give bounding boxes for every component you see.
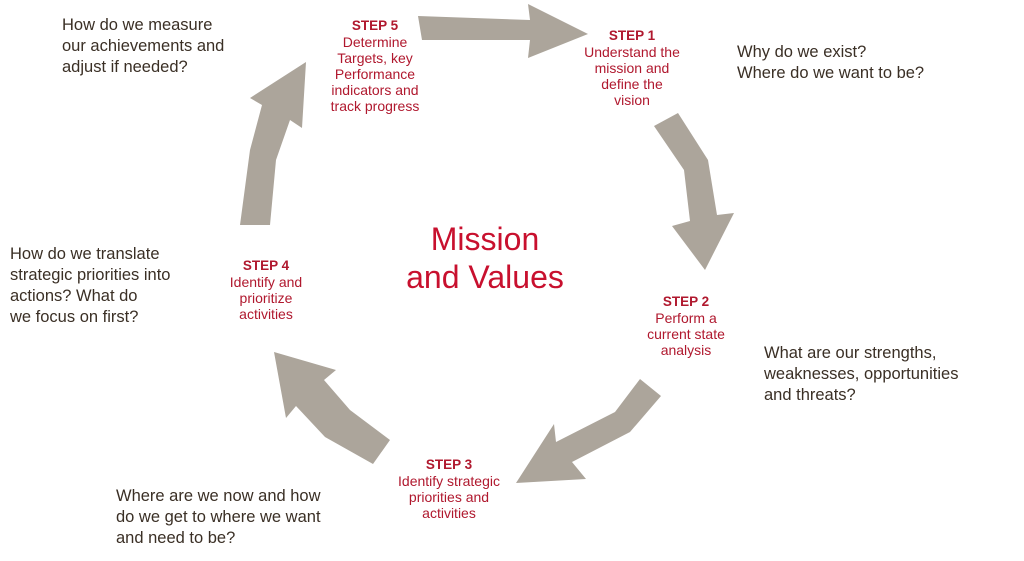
step-2: STEP 2 Perform a current state analysis (624, 294, 748, 358)
arrow-step5-to-step1 (418, 4, 588, 58)
step-4-title: STEP 4 (242, 258, 290, 273)
step-2-description: Perform a current state analysis (647, 310, 725, 358)
arrow-step3-to-step4 (274, 352, 390, 464)
step-1-description: Understand the mission and define the vi… (584, 44, 680, 108)
step-4-description: Identify and prioritize activities (229, 274, 303, 322)
step-3-title: STEP 3 (425, 457, 473, 472)
question-step-3: Where are we now and how do we get to wh… (116, 487, 321, 547)
question-step-4: How do we translate strategic priorities… (10, 245, 171, 326)
step-2-title: STEP 2 (662, 294, 710, 309)
arrow-step2-to-step3 (516, 379, 661, 483)
step-3: STEP 3 Identify strategic priorities and… (382, 457, 516, 521)
step-5-description: Determine Targets, key Performance indic… (330, 34, 420, 114)
question-step-1: Why do we exist? Where do we want to be? (737, 43, 925, 82)
arrow-step1-to-step2 (654, 113, 734, 270)
question-step-5: How do we measure our achievements and a… (62, 16, 225, 76)
step-3-description: Identify strategic priorities and activi… (398, 473, 500, 521)
step-1: STEP 1 Understand the mission and define… (570, 28, 694, 108)
question-step-2: What are our strengths, weaknesses, oppo… (764, 344, 959, 404)
arrow-step4-to-step5 (240, 62, 306, 225)
step-5-title: STEP 5 (351, 18, 399, 33)
center-title: Mission and Values (406, 221, 564, 295)
step-4: STEP 4 Identify and prioritize activitie… (208, 258, 324, 322)
step-1-title: STEP 1 (608, 28, 656, 43)
step-5: STEP 5 Determine Targets, key Performanc… (312, 18, 438, 114)
